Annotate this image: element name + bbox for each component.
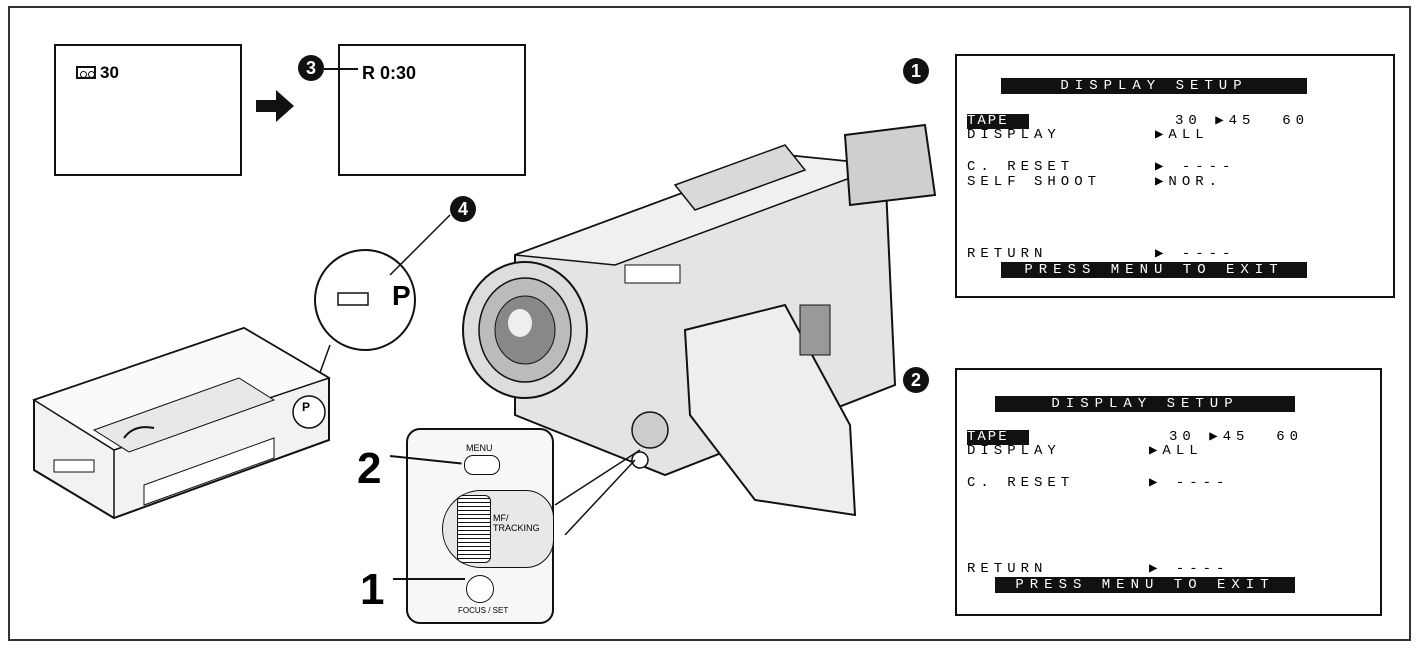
menu2-row-creset-label: C. RESET [967,475,1075,491]
menu2-row-tape-label: TAPE [967,429,1009,445]
menu1-row-tape-value: 30 ▶45 60 [1175,113,1310,129]
control-panel-inset: MENU MF/ TRACKING FOCUS / SET [406,428,554,624]
remaining-time-display: R 0:30 [362,63,417,83]
menu2-row-tape-value: 30 ▶45 60 [1169,429,1304,445]
menu1-tape-icon [1009,114,1029,129]
menu2-row-display-label: DISPLAY [967,443,1061,459]
arrow-right-icon [256,90,294,122]
menu-button-label: MENU [466,443,493,453]
camcorder-illustration [462,123,937,535]
cassette-tab-zoom [309,214,451,401]
tracking-dial[interactable] [457,495,491,563]
menu1-row-selfshoot-label: SELF SHOOT [967,174,1102,190]
menu1-row-creset-value: ▶ ---- [1155,159,1236,175]
viewfinder-screen-after: R 0:30 [338,44,526,176]
menu-button[interactable] [464,455,500,475]
callout-badge-2: 2 [903,367,929,393]
tape-remaining-value: 30 [100,63,119,82]
callout-badge-4: 4 [450,196,476,222]
callout-badge-1: 1 [903,58,929,84]
menu2-row-return-label: RETURN [967,561,1048,577]
menu1-row-creset-label: C. RESET [967,159,1075,175]
viewfinder-screen-before: 30 [54,44,242,176]
figure-frame [8,6,1411,641]
menu-screen-2: DISPLAY SETUP TAPE 30 ▶45 60 DISPLAY ▶AL… [955,368,1382,616]
cassette-icon [76,66,96,79]
step-1-leader [393,578,465,580]
protect-tab-label-zoom: P [392,280,411,311]
menu-screen-1: DISPLAY SETUP TAPE 30 ▶45 60 DISPLAY ▶AL… [955,54,1395,298]
menu2-row-display-value: ▶ALL [1149,443,1203,459]
menu1-footer: PRESS MENU TO EXIT [1001,262,1307,278]
menu2-tape-icon [1009,430,1029,445]
focus-set-label: FOCUS / SET [458,606,509,615]
menu1-row-display-label: DISPLAY [967,127,1061,143]
menu2-row-creset-value: ▶ ---- [1149,475,1230,491]
step-number-1: 1 [360,565,385,614]
menu2-row-return-value: ▶ ---- [1149,561,1230,577]
callout-line-3 [324,68,358,70]
tape-cassette [32,326,331,520]
menu1-row-selfshoot-value: ▶NOR. [1155,174,1223,190]
dial-label: MF/ TRACKING [493,513,540,533]
step-number-2: 2 [357,444,382,493]
protect-tab-label: P [302,400,311,414]
menu1-row-return-value: ▶ ---- [1155,246,1236,262]
menu1-title: DISPLAY SETUP [1001,78,1307,94]
focus-set-button[interactable] [466,575,494,603]
menu1-row-tape-label: TAPE [967,113,1009,129]
menu2-footer: PRESS MENU TO EXIT [995,577,1295,593]
menu2-title: DISPLAY SETUP [995,396,1295,412]
menu1-row-return-label: RETURN [967,246,1048,262]
callout-badge-3: 3 [298,55,324,81]
menu1-row-display-value: ▶ALL [1155,127,1209,143]
dial-housing: MF/ TRACKING [442,490,554,568]
